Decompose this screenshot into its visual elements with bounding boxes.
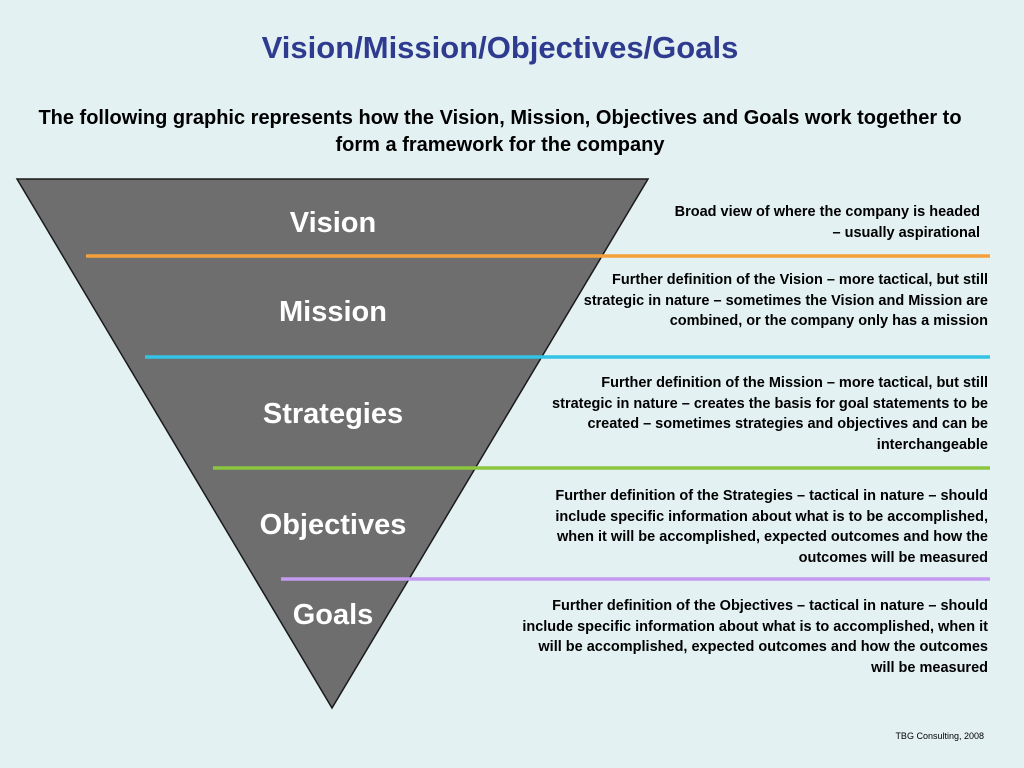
slide-subtitle: The following graphic represents how the… <box>38 107 962 156</box>
level-label-objectives: Objectives <box>260 509 407 541</box>
slide-title: Vision/Mission/Objectives/Goals <box>261 30 739 65</box>
level-label-strategies: Strategies <box>263 398 403 430</box>
inverted-triangle <box>15 178 650 710</box>
footer-credit: TBG Consulting, 2008 <box>895 731 984 741</box>
description-mission: Further definition of the Vision – more … <box>583 272 988 329</box>
description-vision: Broad view of where the company is heade… <box>674 204 980 241</box>
description-goals: Further definition of the Objectives – t… <box>522 598 988 676</box>
description-strategies: Further definition of the Mission – more… <box>552 375 988 453</box>
level-label-mission: Mission <box>279 296 387 328</box>
level-label-vision: Vision <box>290 207 377 239</box>
level-label-goals: Goals <box>293 599 374 631</box>
description-objectives: Further definition of the Strategies – t… <box>555 488 988 566</box>
